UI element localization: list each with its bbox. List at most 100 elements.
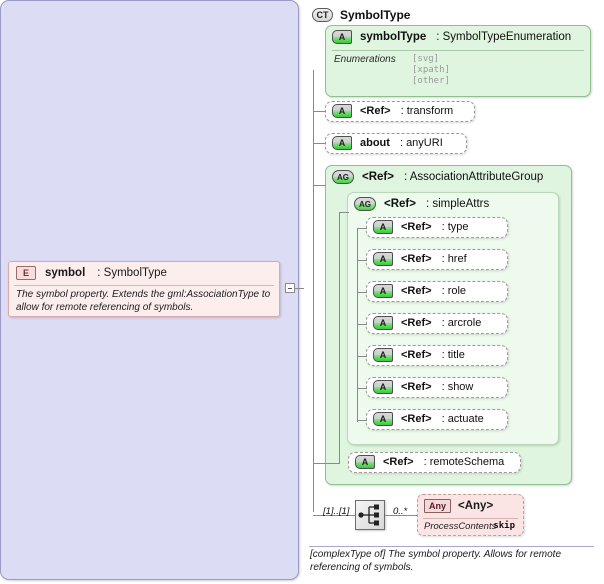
attribute-symboltype-name: symbolType [360,31,427,43]
attribute-badge-icon: A [373,252,393,266]
attributegroup-simpleattrs-name: <Ref> [384,198,416,210]
attribute-remoteschema-name: <Ref> [383,456,414,468]
any-processcontents-label: ProcessContents [424,521,497,532]
attributegroup-association-type: : AssociationAttributeGroup [403,171,544,183]
attribute-type-box[interactable]: A <Ref> : type [366,217,508,238]
attribute-show-box[interactable]: A <Ref> : show [366,377,508,398]
attributegroup-simpleattrs-type: : simpleAttrs [425,198,490,210]
element-symbol-type: : SymbolType [97,267,167,279]
element-symbol-box[interactable]: E symbol : SymbolType The symbol propert… [8,261,280,317]
attribute-href-box[interactable]: A <Ref> : href [366,249,508,270]
element-symbol-header: E symbol : SymbolType [16,266,167,280]
any-element-header: Any <Any> [424,499,493,513]
attribute-badge-icon: A [373,348,393,362]
attributegroup-simpleattrs-header: AG <Ref> : simpleAttrs [354,197,489,211]
connector-simpleattrs-trunk [357,228,358,422]
complextype-header: CT SymbolType [312,8,410,22]
complextype-title: SymbolType [340,8,411,22]
attribute-title-type: : title [441,349,465,361]
attribute-arcrole-box[interactable]: A <Ref> : arcrole [366,313,508,334]
sequence-compositor-icon[interactable] [355,500,385,530]
attribute-badge-icon: A [332,136,352,150]
connector-stub [357,420,367,421]
attribute-type-type: : type [441,221,469,233]
attribute-role-box[interactable]: A <Ref> : role [366,281,508,302]
enumerations-separator [332,50,584,51]
attribute-badge-icon: A [373,284,393,298]
connector-stub [313,143,326,144]
attribute-actuate-header: A <Ref> : actuate [373,412,484,426]
attribute-role-header: A <Ref> : role [373,284,466,298]
attribute-about-name: about [360,137,390,149]
attribute-badge-icon: A [373,316,393,330]
attribute-badge-icon: A [332,30,352,44]
connector-stub [357,292,367,293]
attribute-show-header: A <Ref> : show [373,380,473,394]
attribute-href-type: : href [441,253,467,265]
connector-stub [339,212,349,213]
complextype-annotation: [complexType of] The symbol property. Al… [310,549,562,573]
complextype-annotation-separator [309,546,594,547]
connector-group-trunk [339,212,340,464]
attribute-remoteschema-type: : remoteSchema [423,456,505,468]
attribute-actuate-box[interactable]: A <Ref> : actuate [366,409,508,430]
enumerations-label: Enumerations [334,54,396,65]
occurrence-right-label: 0..* [393,506,408,517]
attribute-remoteschema-box[interactable]: A <Ref> : remoteSchema [348,452,521,473]
attributegroup-association-header: AG <Ref> : AssociationAttributeGroup [332,170,543,184]
enumeration-value: [other] [412,76,450,86]
attribute-actuate-type: : actuate [441,413,484,425]
element-documentation: The symbol property. Extends the gml:Ass… [16,289,271,313]
enumeration-value: [xpath] [412,65,450,75]
collapse-toggle-button[interactable] [285,283,295,293]
attribute-actuate-name: <Ref> [401,413,432,425]
any-element-name: <Any> [458,500,494,512]
attribute-badge-icon: A [355,455,375,469]
connector-stub [357,260,367,261]
any-processcontents-value: skip [493,521,515,531]
any-badge-icon: Any [424,499,451,513]
attribute-symboltype-type: : SymbolTypeEnumeration [436,31,572,43]
enumeration-value: [svg] [412,54,440,64]
element-badge-icon: E [16,266,36,280]
attribute-about-box[interactable]: A about : anyURI [325,133,467,154]
any-element-box[interactable]: Any <Any> ProcessContents skip [417,494,524,536]
connector-stub [357,388,367,389]
attribute-badge-icon: A [373,380,393,394]
attribute-remoteschema-header: A <Ref> : remoteSchema [355,455,504,469]
any-separator [423,518,518,519]
attribute-title-name: <Ref> [401,349,432,361]
attribute-arcrole-name: <Ref> [401,317,432,329]
attributegroup-association-name: <Ref> [362,171,394,183]
connector-stub [313,111,326,112]
attribute-title-box[interactable]: A <Ref> : title [366,345,508,366]
attribute-badge-icon: A [332,104,352,118]
element-symbol-name: symbol [45,267,86,279]
attribute-badge-icon: A [373,220,393,234]
attribute-symboltype-box[interactable]: A symbolType : SymbolTypeEnumeration Enu… [325,25,591,97]
connector-stub [313,185,326,186]
attribute-type-name: <Ref> [401,221,432,233]
attribute-transform-name: <Ref> [360,105,391,117]
attribute-symboltype-header: A symbolType : SymbolTypeEnumeration [332,30,571,44]
attribute-role-name: <Ref> [401,285,432,297]
attribute-transform-header: A <Ref> : transform [332,104,453,118]
complextype-badge-icon: CT [312,8,333,22]
attribute-role-type: : role [441,285,467,297]
attribute-transform-box[interactable]: A <Ref> : transform [325,101,475,122]
attribute-arcrole-header: A <Ref> : arcrole [373,316,481,330]
connector-sequence-to-any [385,515,418,516]
connector-stub [357,324,367,325]
attribute-arcrole-type: : arcrole [441,317,482,329]
enumerations-values: [svg] [xpath] [other] [412,54,450,87]
connector-to-sequence [313,515,356,516]
connector-main-trunk [313,70,314,512]
attribute-href-header: A <Ref> : href [373,252,467,266]
connector-element-to-type [295,288,304,289]
attribute-about-header: A about : anyURI [332,136,443,150]
occurrence-left-label: [1]..[1] [323,506,350,517]
element-separator [14,285,274,286]
connector-stub [313,463,340,464]
attribute-href-name: <Ref> [401,253,432,265]
connector-stub [357,356,367,357]
